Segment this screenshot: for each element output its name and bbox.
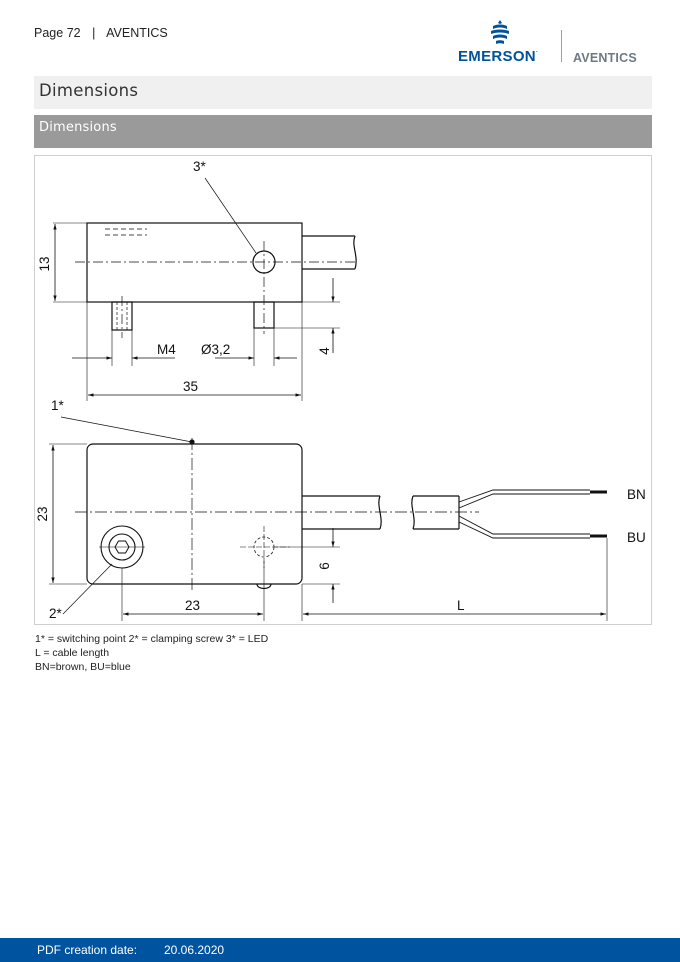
footer-label: PDF creation date: bbox=[37, 943, 138, 957]
dim-offset-6: 6 bbox=[317, 562, 332, 570]
drawing-legend: 1* = switching point 2* = clamping screw… bbox=[35, 632, 268, 674]
page-label: Page bbox=[34, 26, 64, 40]
front-view bbox=[49, 416, 608, 621]
dim-cable-length: L bbox=[457, 598, 465, 613]
wire-blue-label: BU bbox=[627, 530, 646, 545]
page-title-band: Dimensions bbox=[34, 76, 652, 109]
dim-height-13: 13 bbox=[37, 256, 52, 271]
dim-offset-4: 4 bbox=[317, 347, 332, 355]
switching-point-callout: 1* bbox=[51, 398, 65, 413]
page-number: 72 bbox=[66, 26, 81, 40]
emerson-wordmark: EMERSON. bbox=[458, 48, 538, 65]
header-separator: | bbox=[92, 26, 96, 40]
page-header: Page 72 | AVENTICS bbox=[34, 26, 168, 40]
page-title: Dimensions bbox=[39, 81, 139, 100]
legend-line-callouts: 1* = switching point 2* = clamping screw… bbox=[35, 633, 269, 645]
clamping-screw-callout: 2* bbox=[49, 606, 63, 621]
dim-thread-m4: M4 bbox=[157, 342, 176, 357]
sensor-body-front bbox=[86, 443, 303, 585]
footer-date: 20.06.2020 bbox=[164, 943, 225, 957]
dim-diameter: Ø3,2 bbox=[201, 342, 230, 357]
header-brand: AVENTICS bbox=[106, 26, 168, 40]
legend-line-cable: L = cable length bbox=[35, 647, 110, 659]
logo-divider bbox=[561, 30, 562, 62]
side-view bbox=[53, 177, 357, 401]
sensor-body-side bbox=[86, 222, 303, 303]
technical-drawing: 3* 13 4 M4 Ø3,2 35 bbox=[35, 159, 646, 621]
section-header: Dimensions bbox=[34, 115, 652, 148]
dim-length-35: 35 bbox=[183, 379, 198, 394]
brand-logo: EMERSON. AVENTICS bbox=[458, 20, 668, 66]
emerson-logo-icon bbox=[491, 20, 509, 44]
section-title: Dimensions bbox=[39, 120, 117, 135]
page-footer: PDF creation date: 20.06.2020 bbox=[0, 938, 680, 962]
aventics-wordmark: AVENTICS bbox=[573, 51, 637, 65]
legend-line-colors: BN=brown, BU=blue bbox=[35, 661, 131, 673]
wire-brown-label: BN bbox=[627, 487, 646, 502]
dim-height-23: 23 bbox=[35, 506, 50, 521]
dimension-drawing: 3* 13 4 M4 Ø3,2 35 bbox=[34, 155, 652, 625]
dim-width-23: 23 bbox=[185, 598, 200, 613]
led-callout: 3* bbox=[193, 159, 207, 174]
